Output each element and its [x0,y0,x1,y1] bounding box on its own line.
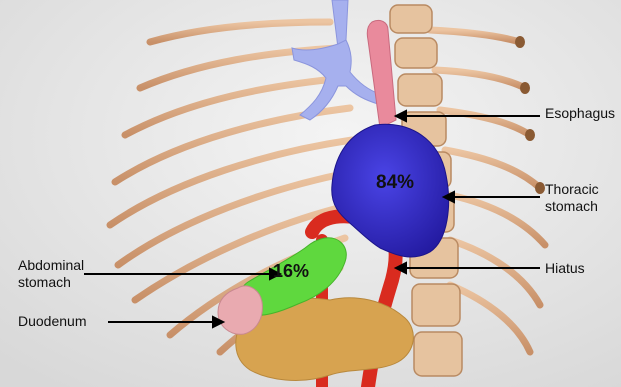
esophagus-label: Esophagus [545,105,615,122]
thoracic-stomach-label: Thoracic stomach [545,181,599,215]
hiatus-label: Hiatus [545,260,585,277]
duodenum-label: Duodenum [18,313,87,330]
abdominal-percentage: 16% [273,261,309,282]
thoracic-percentage: 84% [376,172,414,194]
abdominal-stomach-label: Abdominal stomach [18,257,84,291]
